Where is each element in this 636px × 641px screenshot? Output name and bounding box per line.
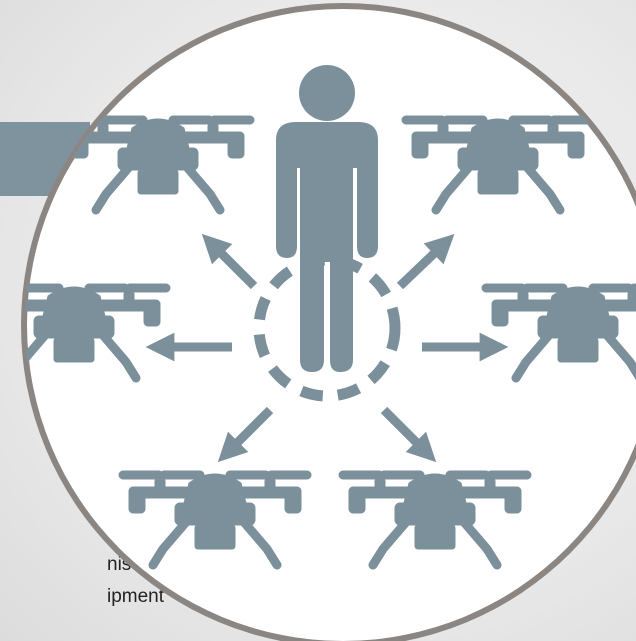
arrow-icon: [396, 234, 455, 290]
arrow-icon: [217, 406, 274, 463]
text-line: ipment: [107, 586, 165, 607]
person-icon: [276, 65, 378, 372]
arrow-icon: [201, 233, 258, 290]
arrow-icon: [380, 406, 437, 463]
dashed-ring: [253, 254, 401, 402]
